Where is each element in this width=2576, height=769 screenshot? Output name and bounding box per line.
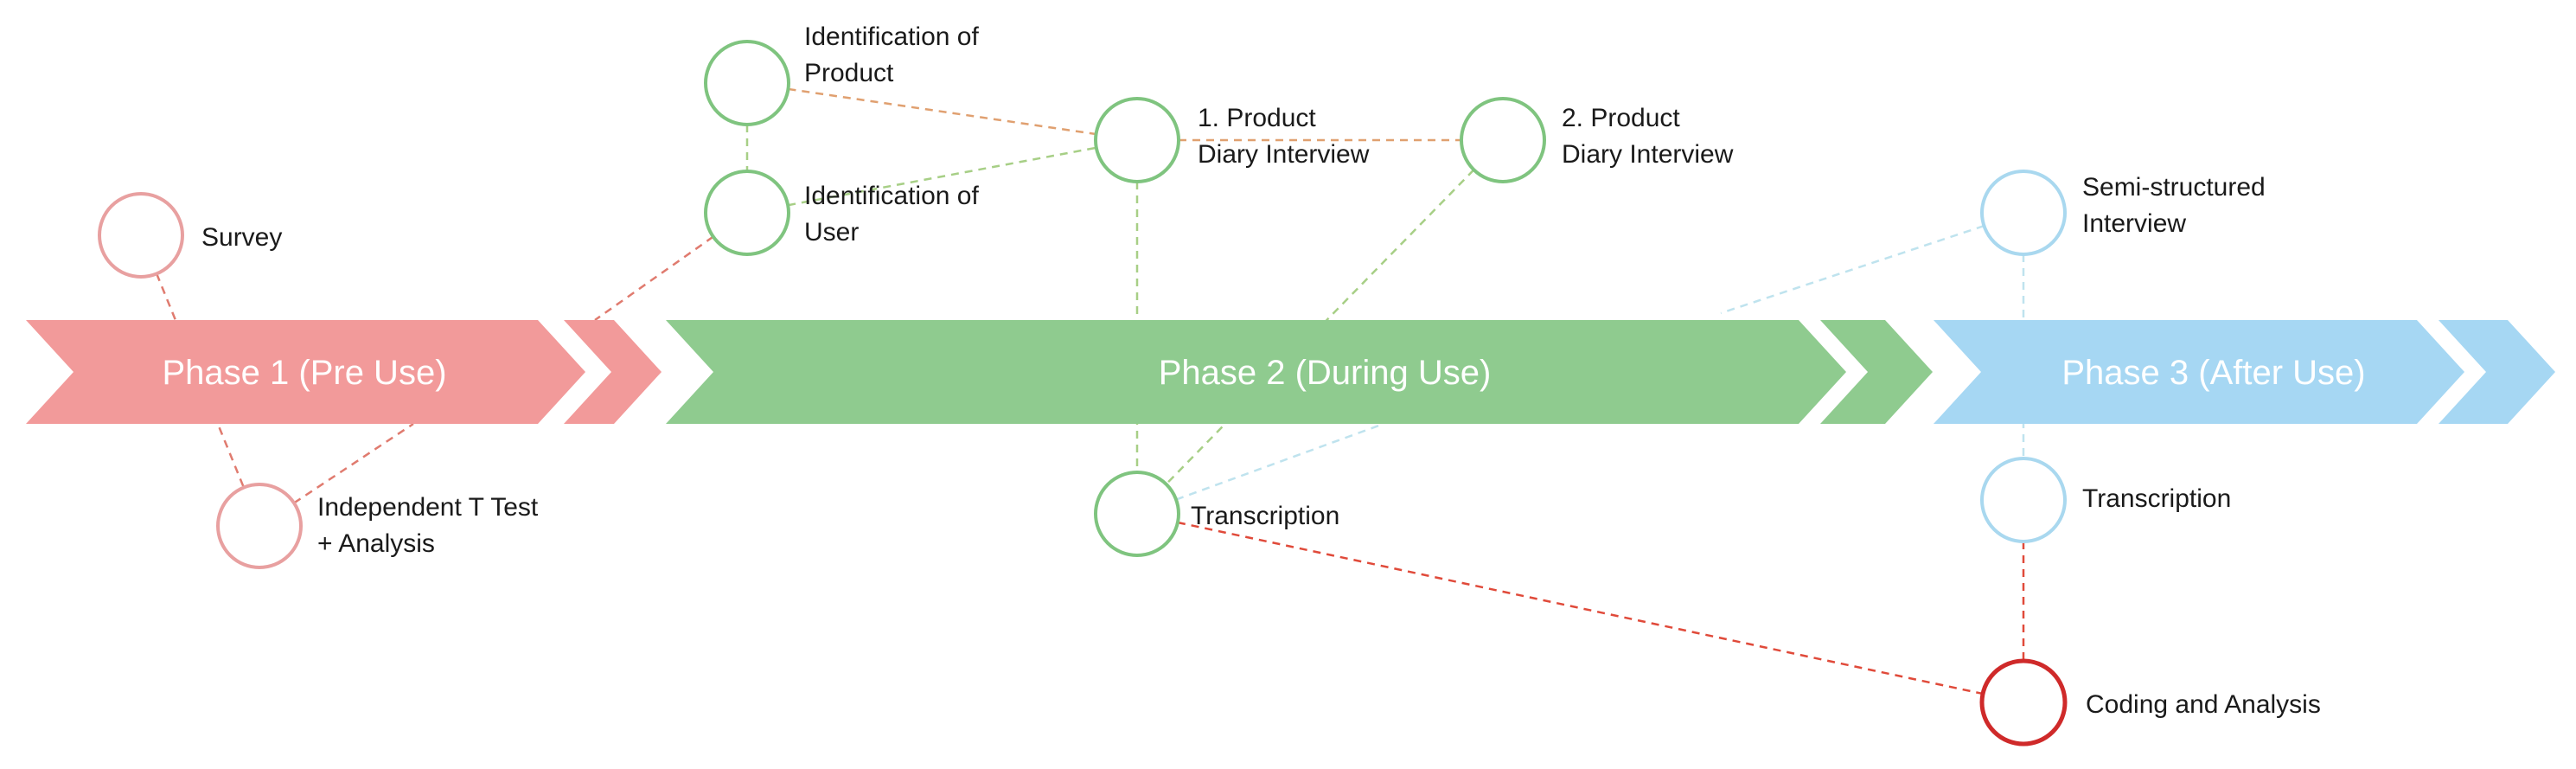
connector-transcription-2-to-coding [1136,512,2024,704]
node-circle-t-test [216,483,303,569]
connector-id-product-to-diary-1 [746,81,1138,142]
phase3-small-chevron [2439,320,2555,424]
node-label-coding: Coding and Analysis [2086,690,2321,719]
connector-semi-structured-to-phase2 [1720,211,2024,315]
node-circle-semi-structured [1980,170,2067,256]
node-circle-id-user [704,170,790,256]
node-circle-survey [98,192,184,279]
node-circle-transcription-3 [1980,457,2067,543]
node-circle-id-product [704,40,790,126]
node-transcription-3: Transcription [1980,457,2231,543]
node-label-transcription-2: Transcription [1191,502,1339,530]
phase2-small-chevron [1820,320,1933,424]
phase2-chevron [666,320,1846,424]
node-circle-diary-1 [1094,97,1180,183]
connector-transcription-2-to-phase2-right [1136,422,1384,516]
phase-band: Phase 1 (Pre Use) Phase 2 (During Use) Pha… [26,320,2555,424]
node-label-t-test: Independent T Test+ Analysis [317,493,539,558]
phase1-small-chevron [564,320,662,424]
phase1-label: Phase 1 (Pre Use) [162,354,446,392]
node-label-transcription-3: Transcription [2082,484,2231,513]
phase1-chevron [26,320,585,424]
node-circle-diary-2 [1460,97,1546,183]
phase3-chevron [1934,320,2464,424]
node-label-survey: Survey [201,223,282,252]
node-circle-transcription-2 [1094,471,1180,557]
connector-diary-2-to-transcription-2 [1136,139,1504,515]
connector-id-user-to-diary-1 [746,138,1138,215]
node-t-test: Independent T Test+ Analysis [216,483,539,569]
node-circle-coding [1979,658,2068,747]
phase2-label: Phase 2 (During Use) [1159,354,1492,392]
phase3-label: Phase 3 (After Use) [2061,354,2365,392]
node-transcription-2: Transcription [1094,471,1339,557]
node-survey: Survey [98,192,282,279]
node-coding: Coding and Analysis [1979,658,2321,747]
